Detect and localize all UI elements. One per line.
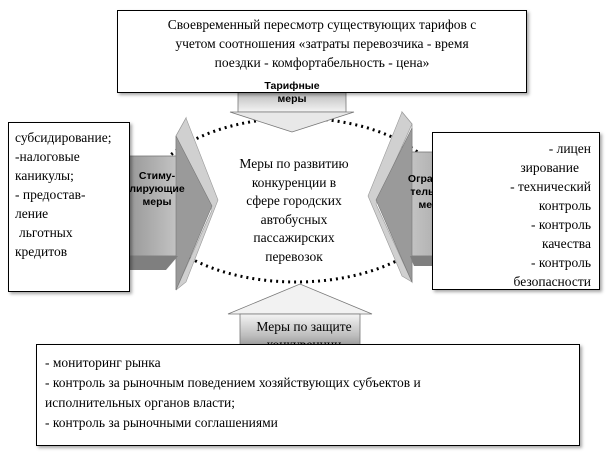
center-line: конкуренции в: [251, 174, 337, 190]
top-box-line: Своевременный пересмотр существующих тар…: [167, 17, 477, 32]
stim-label-line: Стиму-: [138, 170, 176, 182]
center-line: автобусных: [260, 211, 328, 227]
center-line: перевозок: [265, 248, 323, 264]
tarif-label-line: Тарифные: [264, 80, 320, 92]
bottom-box-line: - контроль за рыночным поведением хозяйс…: [45, 375, 421, 390]
left-box-line: каникулы;: [15, 168, 74, 183]
ogr-measures-box: - лицен зирование - технический контроль…: [432, 132, 600, 290]
stim-measures-box: субсидирование; -налоговые каникулы; - п…: [8, 122, 130, 292]
bottom-box-line: исполнительных органов власти;: [45, 395, 235, 410]
stim-arrow-label: Стиму- лирующие меры: [117, 170, 197, 209]
tarif-arrow-label: Тарифные меры: [242, 80, 342, 106]
center-line: сфере городских: [246, 193, 342, 208]
protect-label-line: Меры по защите: [256, 319, 352, 334]
left-box-line: кредитов: [15, 244, 68, 259]
right-box-line: - контроль: [531, 217, 591, 232]
right-box-line: качества: [541, 236, 591, 251]
right-box-line: контроль: [538, 198, 591, 213]
left-box-line: субсидирование;: [15, 130, 112, 145]
right-box-line: - контроль: [531, 255, 591, 270]
right-box-line: безопасности: [513, 274, 592, 289]
top-box-line: поездки - комфортабельность - цена»: [214, 55, 430, 70]
stim-label-line: лирующие: [129, 183, 185, 195]
center-title: Меры по развитию конкуренции в сфере гор…: [214, 155, 374, 266]
center-line: пассажирских: [253, 230, 335, 245]
right-box-line: - технический: [510, 179, 591, 194]
stim-label-line: меры: [142, 196, 172, 208]
center-line: Меры по развитию: [239, 156, 349, 171]
top-box-line: учетом соотношения «затраты перевозчика …: [175, 36, 469, 51]
tarif-label-line: меры: [277, 93, 307, 105]
left-box-line: - предостав-: [15, 187, 86, 202]
bottom-box-line: - контроль за рыночными соглашениями: [45, 415, 278, 430]
protect-up-arrow: [227, 283, 373, 359]
right-box-line: - лицен: [548, 141, 591, 156]
right-box-line: зирование: [520, 160, 579, 175]
tarif-review-box: Своевременный пересмотр существующих тар…: [117, 10, 527, 93]
bottom-box-line: - мониторинг рынка: [45, 355, 161, 370]
left-box-line: льготных: [19, 225, 73, 240]
protect-measures-box: - мониторинг рынка - контроль за рыночны…: [36, 344, 580, 446]
left-box-line: -налоговые: [15, 149, 80, 164]
left-box-line: ление: [15, 206, 49, 221]
